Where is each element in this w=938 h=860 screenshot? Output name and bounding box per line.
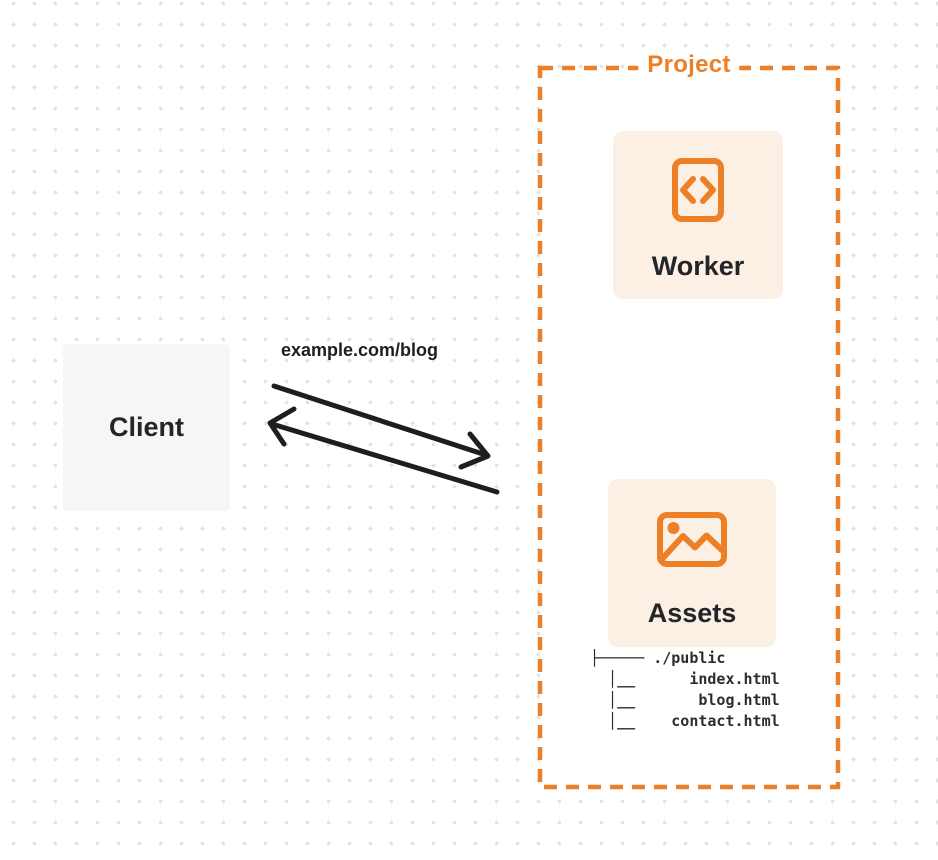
response-arrow-line [269, 421, 500, 495]
code-file-icon [672, 158, 724, 227]
file-tree-line-blog: │__ blog.html [590, 691, 780, 709]
assets-file-tree: ├───── ./public │__ index.html │__ blog.… [590, 648, 780, 732]
worker-card: Worker [613, 131, 783, 299]
request-arrow-head [458, 431, 491, 470]
response-arrow-head [267, 406, 297, 447]
file-tree-line-index: │__ index.html [590, 670, 780, 688]
request-arrow-line [271, 383, 489, 458]
file-tree-line-contact: │__ contact.html [590, 712, 780, 730]
client-label: Client [108, 412, 184, 442]
response-arrow [267, 406, 500, 495]
assets-label: Assets [647, 598, 737, 628]
request-arrow [271, 383, 491, 470]
client-box: Client [63, 344, 230, 511]
assets-card: Assets [608, 479, 776, 647]
request-url-label: example.com/blog [281, 340, 439, 360]
project-title: Project [638, 51, 740, 79]
image-icon [657, 512, 727, 572]
worker-label: Worker [651, 251, 745, 281]
file-tree-line-public: ├───── ./public [590, 649, 726, 667]
